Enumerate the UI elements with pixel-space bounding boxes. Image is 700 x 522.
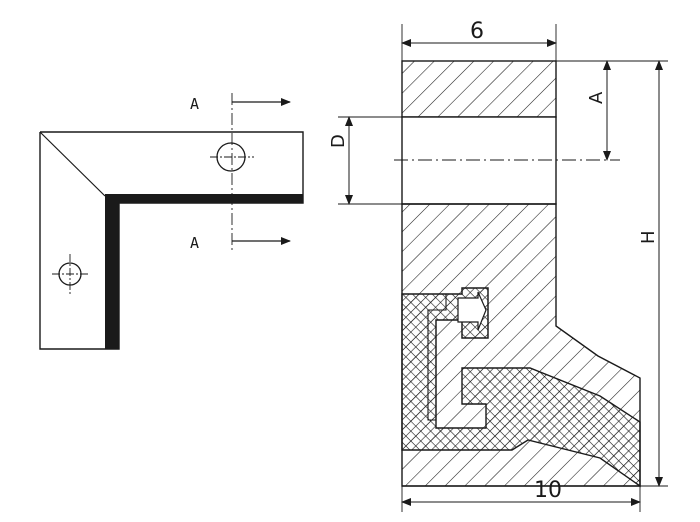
plan-miter-line — [39, 131, 106, 197]
plan-view: A A — [39, 93, 304, 350]
dim-text-top-width: 6 — [470, 19, 484, 44]
dim-text-h: H — [638, 230, 659, 244]
dim-text-bottom-width: 10 — [534, 478, 562, 503]
section-label-bottom: A — [190, 234, 199, 252]
dimensions: 6 10 D A H — [328, 19, 668, 512]
dim-text-d: D — [328, 134, 349, 148]
seal-profile-thick — [105, 194, 303, 349]
seal-arrow-tip — [457, 291, 487, 331]
section-view — [394, 60, 641, 488]
upper-hatched-block — [401, 60, 557, 118]
section-label-top: A — [190, 95, 199, 113]
mounting-hole-left — [58, 262, 82, 286]
seal-inner-cavity — [427, 287, 489, 421]
bore-zone — [401, 116, 557, 205]
mounting-hole-top — [216, 142, 246, 172]
dim-text-a: A — [586, 91, 607, 104]
